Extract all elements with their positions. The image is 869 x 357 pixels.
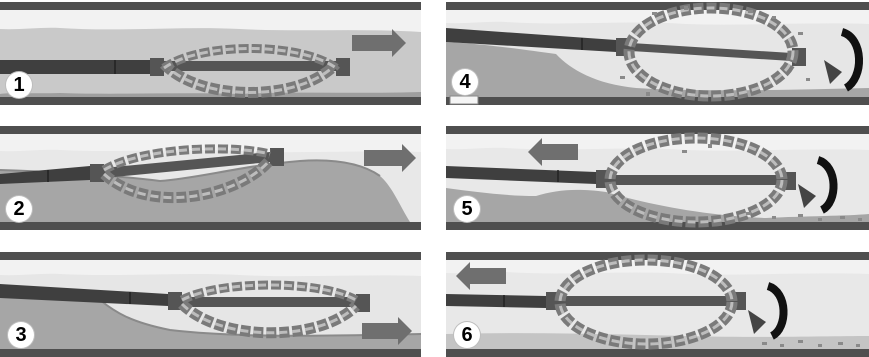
pipe-illustration-2	[0, 126, 421, 230]
step-number-badge: 3	[8, 322, 34, 348]
step-number-badge: 1	[6, 72, 32, 98]
pipe-illustration-5	[446, 126, 869, 230]
step-number-badge: 6	[454, 322, 480, 348]
step-number-badge: 2	[6, 196, 32, 222]
step-5-panel: 5	[446, 126, 869, 230]
step-6-panel: 6	[446, 252, 869, 357]
step-number-badge: 5	[454, 196, 480, 222]
step-4-panel: 4	[446, 2, 869, 105]
pipe-illustration-6	[446, 252, 869, 357]
pipe-top-wall	[0, 2, 421, 10]
step-2-panel: 2	[0, 126, 421, 230]
step-number-badge: 4	[452, 69, 478, 95]
step-3-panel: 3	[0, 252, 421, 357]
pipe-bottom-wall	[0, 97, 421, 105]
pipe-illustration-1	[0, 2, 421, 105]
drive-shaft	[446, 294, 546, 308]
pipe-illustration-4	[446, 2, 869, 105]
pipe-illustration-3	[0, 252, 421, 357]
step-1-panel: 1	[0, 2, 421, 105]
